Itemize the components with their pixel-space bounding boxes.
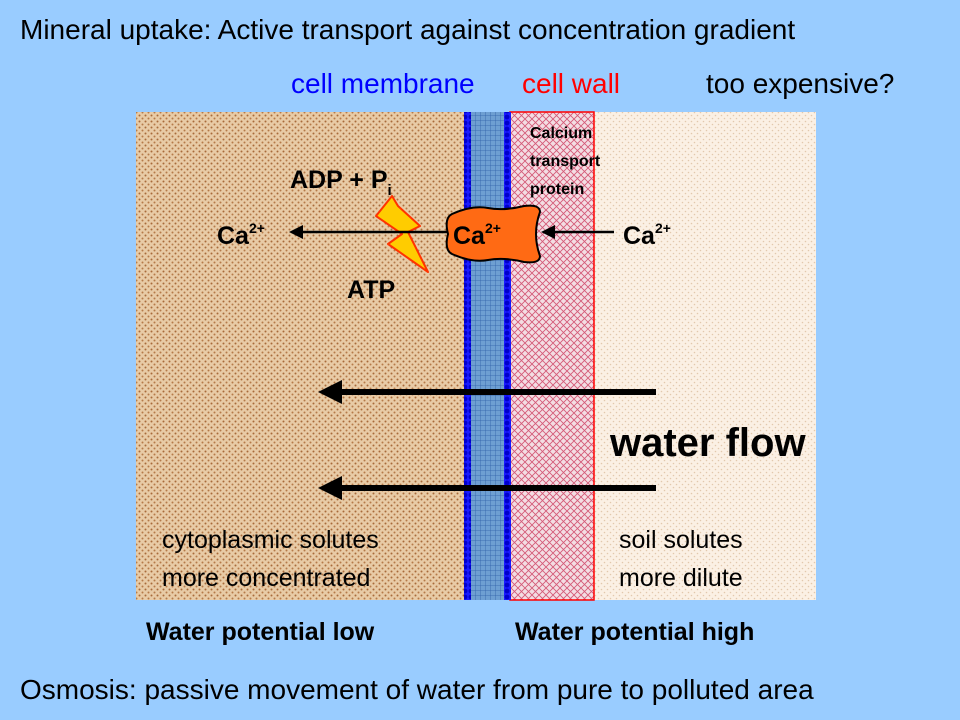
calcium-ion-right: Ca2+ xyxy=(623,220,671,250)
cell-membrane-band xyxy=(466,112,510,600)
water-potential-high-label: Water potential high xyxy=(515,618,755,646)
osmosis-footer: Osmosis: passive movement of water from … xyxy=(20,674,814,705)
cell-wall-label: cell wall xyxy=(522,68,621,99)
atp-label: ATP xyxy=(347,276,395,304)
soil-solutes-line2: more dilute xyxy=(619,564,743,592)
soil-solutes-line1: soil solutes xyxy=(619,526,743,554)
protein-label-line2: transport xyxy=(530,153,601,170)
ion-base-right: Ca xyxy=(623,222,656,250)
membrane-outer-edge-right xyxy=(504,112,511,600)
water-flow-arrow-upper-head xyxy=(318,380,342,404)
lightning-energy-icon xyxy=(375,195,429,273)
calcium-ion-left: Ca2+ xyxy=(217,220,265,250)
adp-subscript: i xyxy=(388,182,392,199)
water-flow-arrow-lower-head xyxy=(318,476,342,500)
calcium-arrow-inward-head xyxy=(289,225,303,239)
cytoplasm-solutes-line2: more concentrated xyxy=(162,564,370,592)
adp-label: ADP + Pi xyxy=(290,166,392,199)
slide-title: Mineral uptake: Active transport against… xyxy=(20,14,796,45)
ion-base-left: Ca xyxy=(217,222,250,250)
ion-charge-protein: 2+ xyxy=(485,220,501,236)
ion-charge-left: 2+ xyxy=(249,220,265,236)
membrane-outer-edge-left xyxy=(464,112,471,600)
adp-main-text: ADP + P xyxy=(290,166,388,194)
cost-question-label: too expensive? xyxy=(706,68,895,99)
cytoplasm-solutes-line1: cytoplasmic solutes xyxy=(162,526,379,554)
calcium-transport-protein xyxy=(445,204,542,264)
ion-charge-right: 2+ xyxy=(655,220,671,236)
cell-wall-band xyxy=(509,111,595,601)
cell-membrane-label: cell membrane xyxy=(291,68,475,99)
ion-base-protein: Ca xyxy=(453,222,486,250)
water-potential-low-label: Water potential low xyxy=(146,618,375,646)
protein-label-line1: Calcium xyxy=(530,125,592,142)
protein-label-line3: protein xyxy=(530,181,584,198)
calcium-ion-in-protein: Ca2+ xyxy=(453,220,501,250)
cytoplasm-region xyxy=(136,112,468,600)
calcium-arrow-to-protein-head xyxy=(541,225,555,239)
water-flow-label: water flow xyxy=(609,421,806,465)
